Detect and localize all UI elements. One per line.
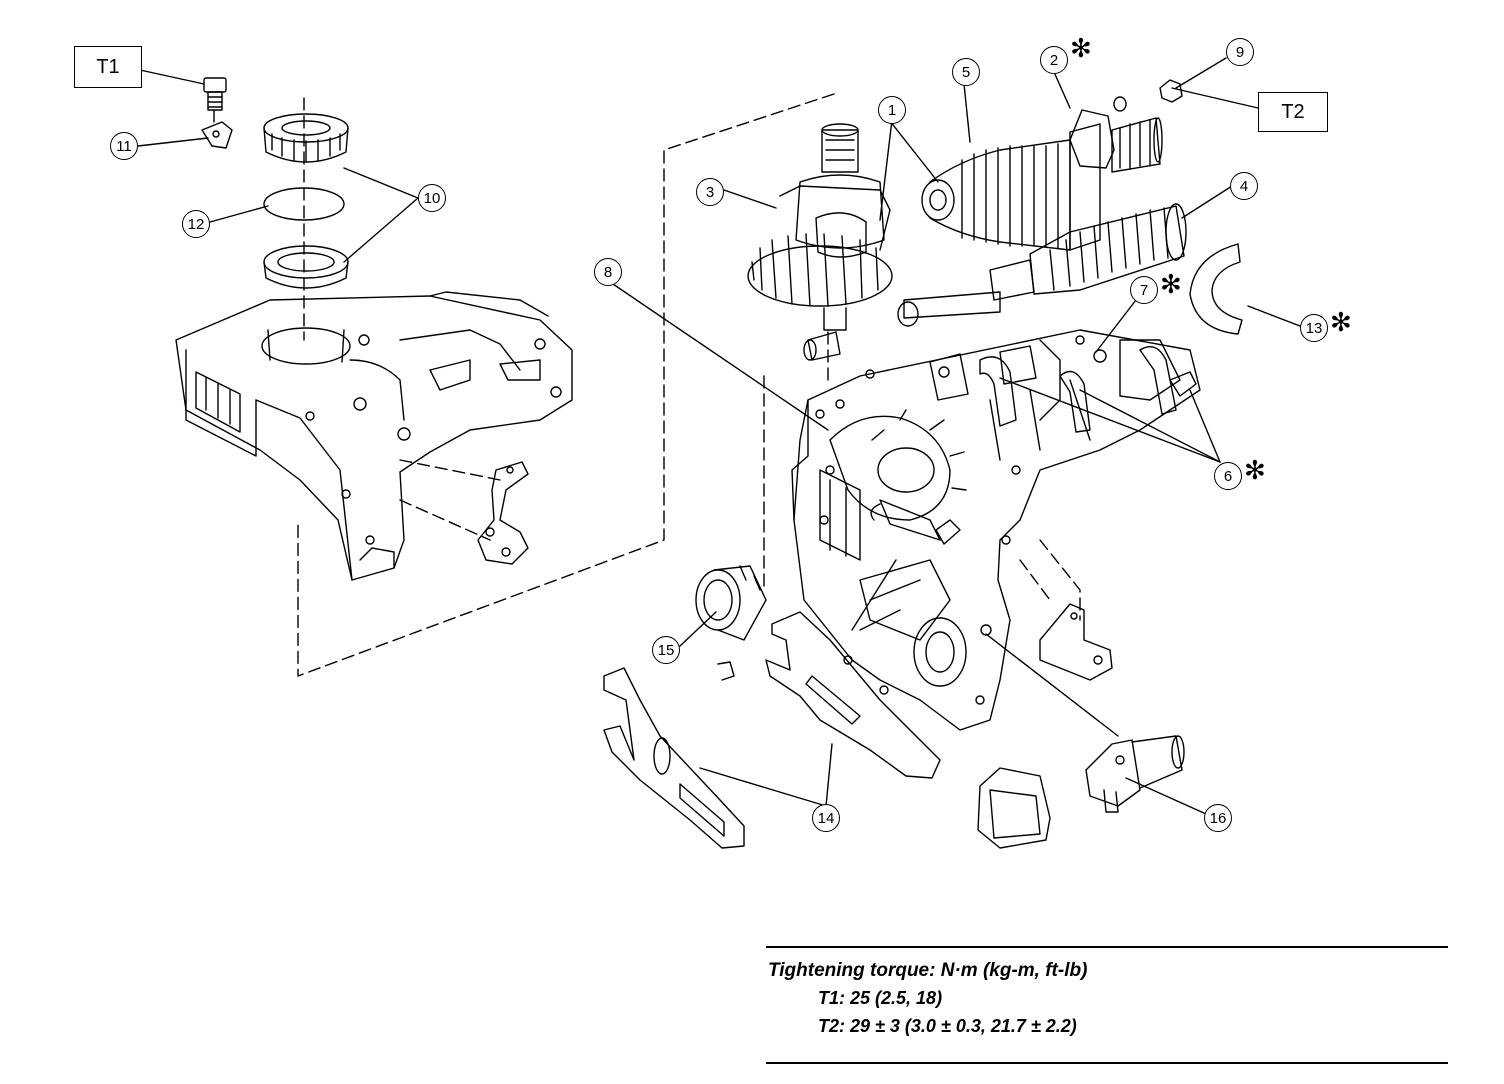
callout-1: 1	[878, 96, 906, 124]
mount-bracket	[1039, 603, 1113, 681]
callout-13: 13	[1300, 314, 1328, 342]
callout-5: 5	[952, 58, 980, 86]
oil-seal	[695, 565, 767, 641]
thrust-plate	[1189, 243, 1243, 335]
callout-11: 11	[110, 132, 138, 160]
callout-3: 3	[696, 178, 724, 206]
asterisk-mark: ✻	[1244, 456, 1266, 486]
shim	[263, 187, 345, 221]
torque-spec-table: Tightening torque: N·m (kg-m, ft-lb) T1:…	[766, 946, 1448, 1064]
neutral-switch	[1085, 735, 1185, 813]
differential	[747, 123, 893, 361]
torque-tag-t2: T2	[1258, 92, 1328, 132]
callout-16: 16	[1204, 804, 1232, 832]
asterisk-mark: ✻	[1070, 34, 1092, 64]
asterisk-mark: ✻	[1330, 308, 1352, 338]
callout-10: 10	[418, 184, 446, 212]
torque-row-t1: T1: 25 (2.5, 18)	[818, 988, 943, 1008]
right-case-half	[791, 329, 1201, 731]
drive-pinion-shaft	[921, 109, 1163, 251]
bearing-race	[263, 245, 349, 289]
callout-9: 9	[1226, 38, 1254, 66]
callout-14: 14	[812, 804, 840, 832]
callout-12: 12	[182, 210, 210, 238]
left-case-half	[175, 291, 573, 581]
main-shaft	[897, 203, 1187, 327]
torque-header: Tightening torque: N·m (kg-m, ft-lb)	[768, 960, 1088, 981]
torque-tag-t1: T1	[74, 46, 142, 88]
release-fork-left	[603, 667, 745, 849]
shift-forks	[979, 346, 1197, 433]
bearing-upper	[263, 113, 349, 163]
callout-7: 7	[1130, 276, 1158, 304]
callout-2: 2	[1040, 46, 1068, 74]
lock-washer	[201, 121, 233, 149]
drain-bolt	[203, 77, 227, 111]
torque-row-t2: T2: 29 ± 3 (3.0 ± 0.3, 21.7 ± 2.2)	[818, 1016, 1077, 1036]
dashed-guides	[213, 93, 1081, 677]
callout-4: 4	[1230, 172, 1258, 200]
rubber-boot	[977, 767, 1051, 849]
leader-lines	[137, 57, 1301, 815]
release-fork-right	[765, 611, 941, 779]
lock-nut	[1113, 79, 1183, 112]
case-bracket	[477, 461, 529, 565]
callout-8: 8	[594, 258, 622, 286]
callout-15: 15	[652, 636, 680, 664]
callout-6: 6	[1214, 462, 1242, 490]
asterisk-mark: ✻	[1160, 270, 1182, 300]
clip	[717, 661, 735, 681]
